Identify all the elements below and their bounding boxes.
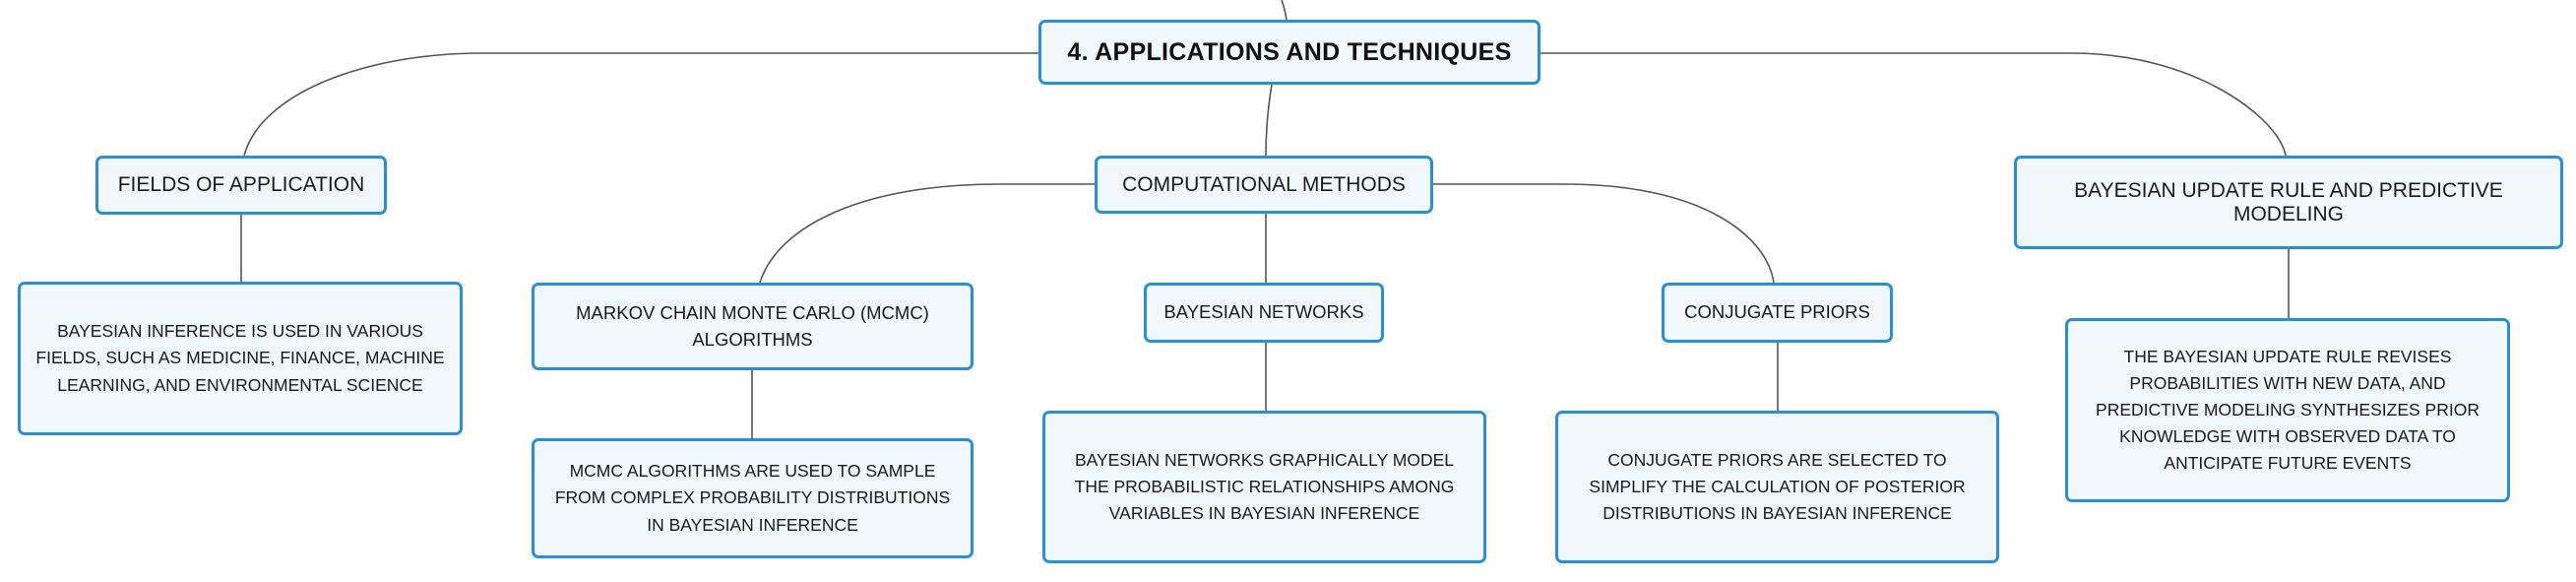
topic-bayesian-networks-detail-label: BAYESIAN NETWORKS GRAPHICALLY MODEL THE …: [1074, 449, 1455, 524]
topic-mcmc-detail-label: MCMC ALGORITHMS ARE USED TO SAMPLE FROM …: [554, 461, 951, 535]
topic-mcmc-label: MARKOV CHAIN MONTE CARLO (MCMC) ALGORITH…: [576, 301, 929, 350]
root-topic-label: 4. APPLICATIONS AND TECHNIQUES: [1067, 37, 1512, 66]
topic-fields-detail-label: BAYESIAN INFERENCE IS USED IN VARIOUS FI…: [35, 321, 445, 395]
topic-mcmc[interactable]: MARKOV CHAIN MONTE CARLO (MCMC) ALGORITH…: [532, 283, 974, 370]
topic-bayesian-update-rule-detail[interactable]: THE BAYESIAN UPDATE RULE REVISES PROBABI…: [2065, 318, 2510, 502]
connector-parent-root: [1281, 0, 1288, 21]
connector-root-update: [1540, 52, 2287, 157]
connector-root-computational: [1265, 84, 1273, 157]
topic-conjugate-priors[interactable]: CONJUGATE PRIORS: [1662, 283, 1893, 343]
connector-computational-conjugate: [1433, 183, 1775, 284]
topic-bayesian-update-rule[interactable]: BAYESIAN UPDATE RULE AND PREDICTIVE MODE…: [2014, 156, 2563, 249]
topic-bayesian-update-rule-label: BAYESIAN UPDATE RULE AND PREDICTIVE MODE…: [2074, 178, 2503, 226]
connector-computational-mcmc: [759, 183, 1095, 284]
topic-fields-of-application[interactable]: FIELDS OF APPLICATION: [95, 156, 387, 215]
topic-fields-detail[interactable]: BAYESIAN INFERENCE IS USED IN VARIOUS FI…: [18, 282, 463, 435]
topic-bayesian-update-rule-detail-label: THE BAYESIAN UPDATE RULE REVISES PROBABI…: [2096, 346, 2480, 474]
connector-root-fields: [243, 52, 1038, 157]
topic-conjugate-priors-detail-label: CONJUGATE PRIORS ARE SELECTED TO SIMPLIF…: [1589, 449, 1966, 524]
topic-bayesian-networks-detail[interactable]: BAYESIAN NETWORKS GRAPHICALLY MODEL THE …: [1042, 411, 1486, 563]
topic-computational-methods-label: COMPUTATIONAL METHODS: [1122, 172, 1406, 196]
topic-conjugate-priors-label: CONJUGATE PRIORS: [1684, 301, 1870, 323]
root-topic[interactable]: 4. APPLICATIONS AND TECHNIQUES: [1038, 20, 1540, 85]
topic-conjugate-priors-detail[interactable]: CONJUGATE PRIORS ARE SELECTED TO SIMPLIF…: [1555, 411, 1999, 563]
topic-bayesian-networks[interactable]: BAYESIAN NETWORKS: [1144, 283, 1384, 343]
topic-bayesian-networks-label: BAYESIAN NETWORKS: [1163, 301, 1364, 323]
topic-mcmc-detail[interactable]: MCMC ALGORITHMS ARE USED TO SAMPLE FROM …: [532, 438, 974, 558]
topic-computational-methods[interactable]: COMPUTATIONAL METHODS: [1095, 156, 1433, 214]
topic-fields-of-application-label: FIELDS OF APPLICATION: [117, 173, 365, 196]
